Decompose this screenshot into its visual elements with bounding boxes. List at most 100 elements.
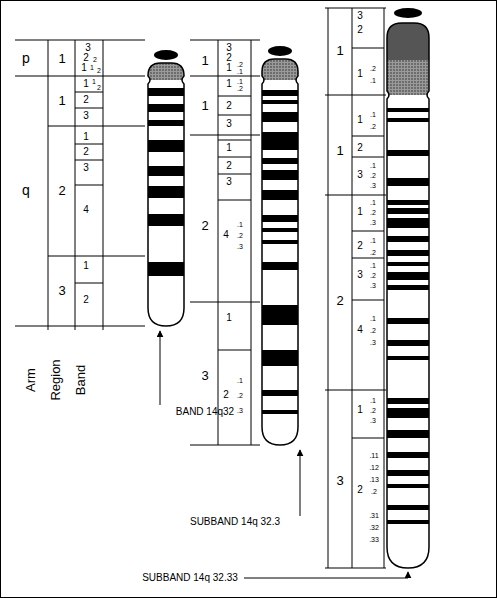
dark-band (385, 318, 431, 324)
subband-number: .2 (370, 249, 376, 256)
dark-band (385, 470, 431, 476)
band-number: 1 (83, 261, 89, 271)
table-column-rule (251, 40, 252, 445)
subband-number: 1 (92, 78, 96, 85)
band-number: 1 (357, 405, 363, 415)
subband-number: .13 (369, 476, 379, 483)
leader-arrow (244, 572, 408, 578)
subband-number: .32 (369, 524, 379, 531)
chromosome (260, 46, 300, 445)
subband-number: .1 (237, 78, 243, 85)
band-number: 2 (83, 295, 89, 305)
band-tick (352, 300, 384, 301)
band-number: 1 (83, 132, 89, 142)
region-number: 1 (58, 52, 65, 65)
band-number: 2 (357, 241, 363, 251)
dark-band (385, 398, 431, 404)
subband-number: .2 (370, 209, 376, 216)
dark-band (385, 285, 431, 290)
table-rule (190, 76, 260, 77)
band-number: 1 (83, 79, 89, 89)
dark-band (260, 158, 300, 164)
band-number: 1 (81, 63, 87, 73)
subband-number: .1 (370, 262, 376, 269)
subband-number: 2 (93, 56, 97, 63)
subband-number: .3 (237, 407, 243, 414)
subband-number: .1 (370, 237, 376, 244)
band-number: 4 (83, 205, 89, 215)
chromosome-outline (387, 23, 429, 568)
band-number: 3 (226, 119, 232, 129)
subband-number: .3 (237, 243, 243, 250)
band-tick (75, 283, 103, 284)
band-number: 4 (357, 325, 363, 335)
band-tick (352, 48, 384, 49)
band-number: 2 (226, 53, 232, 63)
band-number: 1 (226, 63, 232, 73)
callout-text: BAND 14q32 (176, 407, 234, 417)
satellite (268, 46, 292, 56)
band-number: 3 (357, 170, 363, 180)
chromosome (385, 8, 431, 568)
heterochromatin (385, 60, 431, 95)
subband-number: .3 (370, 339, 376, 346)
dark-band (385, 520, 431, 524)
dark-band (146, 166, 186, 176)
subband-number: .3 (370, 282, 376, 289)
dark-band (146, 140, 186, 152)
band-number: 2 (83, 147, 89, 157)
callout-text: SUBBAND 14q 32.3 (190, 517, 280, 527)
satellite (394, 8, 422, 18)
dark-band (385, 218, 431, 228)
region-number: 2 (336, 294, 343, 307)
subband-number: 2 (97, 67, 101, 74)
subband-number: .3 (370, 417, 376, 424)
dark-band (146, 186, 186, 198)
table-column-rule (328, 8, 329, 568)
dark-band (146, 214, 186, 226)
subband-number: .33 (369, 536, 379, 543)
table-rule (325, 195, 386, 196)
dark-band (385, 452, 431, 458)
column-heading: Band (74, 365, 87, 395)
table-rule (190, 445, 260, 446)
dark-band (385, 430, 431, 438)
table-rule (325, 390, 386, 391)
subband-number: .2 (370, 327, 376, 334)
band-number: 2 (357, 25, 363, 35)
callout-text: SUBBAND 14q 32.33 (142, 573, 238, 583)
band-tick (218, 157, 251, 158)
subband-number: 2 (97, 84, 101, 91)
region-number: 1 (201, 54, 208, 67)
column-heading: Region (49, 359, 62, 400)
arm-label: q (22, 183, 30, 197)
dark-band (260, 410, 300, 414)
region-number: 1 (336, 44, 343, 57)
band-number: 3 (357, 11, 363, 21)
region-number: 3 (336, 474, 343, 487)
band-number: 1 (357, 115, 363, 125)
dark-band (146, 120, 186, 126)
band-number: 3 (83, 163, 89, 173)
band-number: 3 (357, 270, 363, 280)
subband-number: 1 (90, 64, 94, 71)
table-rule (15, 40, 145, 41)
band-tick (352, 231, 384, 232)
subband-number: .2 (370, 172, 376, 179)
dark-band (146, 88, 186, 96)
dark-band (260, 190, 300, 200)
dark-band (260, 215, 300, 222)
band-number: 2 (226, 101, 232, 111)
table-rule (48, 126, 145, 127)
subband-number: .1 (370, 315, 376, 322)
subband-number: .12 (369, 464, 379, 471)
satellite (154, 50, 178, 60)
arm-label: p (22, 51, 30, 65)
subband-number: .11 (369, 452, 378, 459)
leader-arrow (160, 331, 161, 405)
band-tick (352, 438, 384, 439)
